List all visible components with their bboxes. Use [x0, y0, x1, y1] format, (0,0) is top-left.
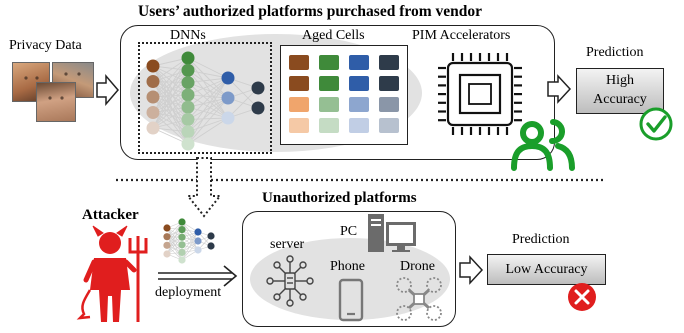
dnn-large-neuron	[181, 137, 195, 151]
dnn-large-neuron	[221, 71, 235, 85]
dnn-large-neuron	[181, 63, 195, 77]
dnn-dotted-box	[138, 42, 272, 154]
aged-cell	[289, 118, 309, 133]
face-image-3	[36, 82, 76, 122]
high-accuracy-box: High Accuracy	[576, 68, 664, 114]
dnn-small-neuron	[178, 241, 186, 249]
prediction-label-bottom: Prediction	[512, 232, 570, 247]
dnn-large-neuron	[181, 100, 195, 114]
dnn-small-neuron	[194, 237, 202, 245]
aged-cell	[289, 97, 309, 112]
aged-cell	[349, 55, 369, 70]
attacker-label: Attacker	[82, 207, 139, 223]
dnn-small-neuron	[194, 246, 202, 254]
low-accuracy-label: Low Accuracy	[505, 262, 588, 277]
dnn-small-neuron	[178, 248, 186, 256]
dnn-large-neuron	[181, 112, 195, 126]
dnn-large-neuron	[181, 51, 195, 65]
dnn-large-neuron	[181, 125, 195, 139]
dnn-large-neuron	[221, 111, 235, 125]
dnn-large-neuron	[146, 90, 160, 104]
dnn-small-neuron	[178, 256, 186, 264]
dnn-small-neuron	[178, 226, 186, 234]
dnn-small-neuron	[163, 241, 171, 249]
high-accuracy-line1: High	[606, 73, 634, 88]
phone-label: Phone	[330, 259, 365, 274]
dnn-small-neuron	[163, 250, 171, 258]
dnn-large-neuron	[181, 88, 195, 102]
dnn-label: DNNs	[170, 28, 206, 43]
aged-cell	[319, 55, 339, 70]
aged-cell	[379, 97, 399, 112]
low-accuracy-box: Low Accuracy	[487, 254, 606, 285]
dnn-large-neuron	[146, 59, 160, 73]
aged-cell	[349, 76, 369, 91]
aged-cell	[349, 118, 369, 133]
dnn-small-neuron	[207, 232, 215, 240]
aged-cell	[319, 97, 339, 112]
drone-label: Drone	[400, 259, 435, 274]
dnn-large-neuron	[221, 91, 235, 105]
dnn-large-neuron	[146, 75, 160, 88]
dnn-small-neuron	[163, 224, 171, 232]
dnn-small-neuron	[178, 218, 186, 226]
aged-cell	[319, 118, 339, 133]
aged-cell	[289, 76, 309, 91]
aged-cell	[379, 55, 399, 70]
server-label: server	[270, 237, 305, 252]
dnn-small-neuron	[178, 233, 186, 241]
unauthorized-platform-panel	[242, 211, 456, 327]
aged-cell	[319, 76, 339, 91]
dnn-large-neuron	[251, 101, 265, 115]
aged-cell	[379, 76, 399, 91]
pc-label: PC	[340, 224, 358, 239]
dnn-large-neuron	[251, 81, 265, 95]
privacy-data-label: Privacy Data	[9, 38, 82, 53]
dnn-large-neuron	[181, 76, 195, 90]
aged-cell	[289, 55, 309, 70]
dnn-small-neuron	[207, 242, 215, 250]
pim-accelerators-label: PIM Accelerators	[412, 28, 511, 43]
unauthorized-platforms-label: Unauthorized platforms	[262, 190, 417, 206]
aged-cells-label: Aged Cells	[302, 28, 365, 43]
deployment-label: deployment	[155, 285, 222, 300]
dnn-small-neuron	[194, 228, 202, 236]
dnn-large-neuron	[146, 106, 160, 119]
aged-cell	[349, 97, 369, 112]
dnn-large-neuron	[146, 121, 160, 135]
prediction-label-top: Prediction	[586, 45, 644, 60]
dnn-small-neuron	[163, 233, 171, 241]
title-authorized-platforms: Users’ authorized platforms purchased fr…	[138, 3, 482, 20]
aged-cell	[379, 118, 399, 133]
high-accuracy-line2: Accuracy	[593, 92, 647, 107]
